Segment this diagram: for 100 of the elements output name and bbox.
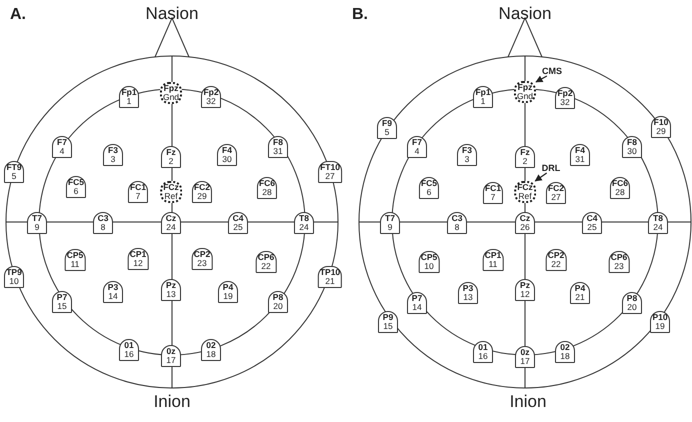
electrode-number: 26 <box>520 223 530 232</box>
electrode-name: P10 <box>652 313 668 322</box>
electrode-number: 5 <box>12 172 16 181</box>
electrode-marker <box>622 292 642 314</box>
electrode-number: 23 <box>197 259 207 268</box>
electrode-marker <box>201 339 221 361</box>
electrode-marker <box>515 146 535 168</box>
electrode-marker <box>294 212 314 234</box>
electrode-marker <box>482 182 504 204</box>
electrode-number: 13 <box>463 293 473 302</box>
electrode-number: 7 <box>136 192 140 201</box>
electrode-name: T8 <box>653 214 663 223</box>
electrode-name: F8 <box>273 138 283 147</box>
electrode-name: CP2 <box>548 251 564 260</box>
electrode-marker <box>128 181 148 203</box>
electrode-number: 14 <box>108 292 118 301</box>
electrode-number: 4 <box>60 147 64 156</box>
electrode-marker <box>380 212 400 234</box>
landmark-label: Inion <box>510 392 546 412</box>
electrode-name: Fp1 <box>121 88 137 97</box>
electrode-name: C3 <box>452 214 462 223</box>
electrode-name: P4 <box>222 283 234 292</box>
electrode-name: F9 <box>382 119 392 128</box>
electrode-number: 28 <box>262 188 272 197</box>
electrode-number: 8 <box>454 223 460 232</box>
electrode-number: 10 <box>9 277 19 286</box>
electrode-marker <box>192 248 212 270</box>
electrode-marker <box>651 116 671 138</box>
electrode-marker <box>161 345 181 367</box>
electrode-marker <box>515 279 535 301</box>
electrode-name: FC6 <box>258 179 276 188</box>
electrode-marker <box>473 86 493 108</box>
electrode-number: 6 <box>426 188 432 197</box>
electrode-marker <box>555 341 575 363</box>
electrode-number: Gnd <box>516 92 534 101</box>
electrode-marker <box>418 251 440 273</box>
electrode-number: 16 <box>124 350 134 359</box>
electrode-number: 24 <box>166 223 176 232</box>
electrode-number: 12 <box>520 290 530 299</box>
electrode-name: F3 <box>108 146 118 155</box>
electrode-number: 7 <box>490 193 496 202</box>
electrode-number: 8 <box>100 223 106 232</box>
electrode-name: Fpz <box>164 84 178 93</box>
electrode-name: Fpz <box>518 83 532 92</box>
electrode-name: F4 <box>575 146 585 155</box>
electrode-name: CP6 <box>610 253 628 262</box>
electrode-number: 2 <box>168 157 174 166</box>
electrode-number: 9 <box>388 223 392 232</box>
electrode-name: CP6 <box>258 253 274 262</box>
electrode-marker <box>201 86 221 108</box>
electrode-name: F7 <box>57 138 67 147</box>
electrode-marker <box>407 136 427 158</box>
electrode-number: Ref <box>518 192 532 201</box>
electrode-marker <box>473 341 493 363</box>
electrode-number: 15 <box>383 322 393 331</box>
electrode-number: 21 <box>325 277 335 286</box>
electrode-name: 01 <box>478 343 488 352</box>
electrode-name: T8 <box>299 214 309 223</box>
electrode-name: 01 <box>124 341 134 350</box>
electrode-number: 9 <box>34 223 40 232</box>
electrode-number: 15 <box>57 302 67 311</box>
electrode-name: CP5 <box>420 253 438 262</box>
electrode-name: P3 <box>462 284 474 293</box>
electrode-marker <box>610 177 630 199</box>
electrode-name: P8 <box>272 293 284 302</box>
electrode-marker <box>447 212 467 234</box>
electrode-marker <box>93 212 113 234</box>
electrode-marker <box>4 266 24 288</box>
electrode-marker <box>622 136 642 158</box>
electrode-marker <box>103 144 123 166</box>
electrode-name: Fz <box>166 148 176 157</box>
electrode-number: 10 <box>424 262 434 271</box>
electrode-number: 25 <box>587 223 597 232</box>
electrode-number: 2 <box>522 157 528 166</box>
electrode-marker <box>128 248 148 270</box>
electrode-marker <box>515 346 535 368</box>
electrode-marker <box>161 212 181 234</box>
electrode-name: Cz <box>520 214 530 223</box>
electrode-marker <box>482 249 504 271</box>
electrode-name: TP10 <box>320 268 340 277</box>
electrode-number: 20 <box>273 302 283 311</box>
electrode-name: 02 <box>560 343 570 352</box>
electrode-number: 22 <box>261 262 271 271</box>
electrode-name: TP9 <box>6 268 22 277</box>
electrode-name: P7 <box>56 293 68 302</box>
electrode-number: 20 <box>627 303 637 312</box>
electrode-marker <box>66 176 86 198</box>
electrode-name: FC5 <box>68 178 84 187</box>
electrode-name: F10 <box>654 118 668 127</box>
electrode-number: 18 <box>560 352 570 361</box>
electrode-number: 32 <box>560 98 570 107</box>
electrode-number: 24 <box>653 223 663 232</box>
electrode-name: 0z <box>520 348 530 357</box>
electrode-marker <box>192 181 212 203</box>
electrode-name: Cz <box>166 214 176 223</box>
electrode-marker <box>52 136 72 158</box>
electrode-number: 16 <box>478 352 488 361</box>
electrode-number: 4 <box>414 147 420 156</box>
landmark-label: Nasion <box>498 4 552 24</box>
electrode-number: 11 <box>488 260 498 269</box>
